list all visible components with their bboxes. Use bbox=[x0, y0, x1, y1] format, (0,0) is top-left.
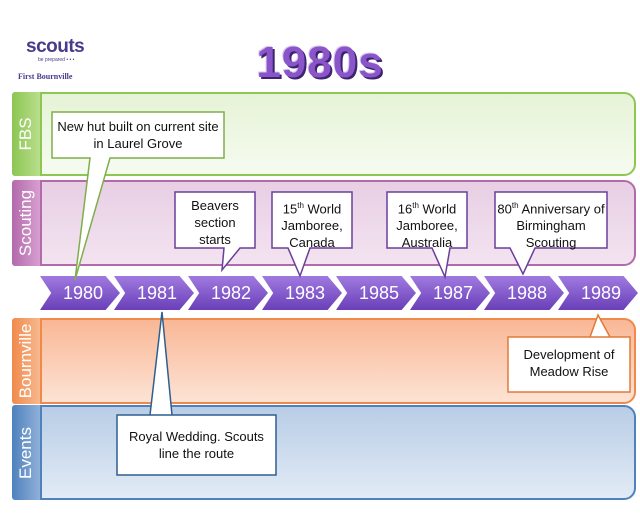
callout-hut: New hut built on current site in Laurel … bbox=[57, 119, 219, 151]
callout-text: Anniversary of Birmingham Scouting bbox=[516, 201, 605, 251]
ordinal-suffix: th bbox=[511, 201, 519, 210]
logo-word: scouts bbox=[26, 36, 85, 57]
ordinal-suffix: th bbox=[412, 201, 419, 210]
tab-bournville: Bournville bbox=[12, 318, 40, 404]
year-1981: 1981 bbox=[114, 276, 194, 310]
callout-80th-anniversary: 80th Anniversary of Birmingham Scouting bbox=[497, 197, 605, 251]
callout-16th-shape bbox=[386, 191, 468, 280]
logo-group: First Bournville bbox=[18, 72, 73, 81]
ordinal-suffix: th bbox=[297, 201, 304, 210]
callout-16th-jamboree: 16th World Jamboree, Australia bbox=[389, 197, 465, 251]
year-1985: 1985 bbox=[336, 276, 416, 310]
callout-text: World Jamboree, Australia bbox=[396, 201, 458, 251]
callout-meadow-rise: Development of Meadow Rise bbox=[523, 347, 615, 379]
year-1983: 1983 bbox=[262, 276, 342, 310]
year-1989: 1989 bbox=[558, 276, 638, 310]
slide-title: 1980s bbox=[256, 38, 384, 87]
year-1988: 1988 bbox=[484, 276, 564, 310]
callout-15th-jamboree: 15th World Jamboree, Canada bbox=[274, 197, 350, 251]
callout-wedding-shape bbox=[116, 311, 277, 476]
callout-royal-wedding: Royal Wedding. Scouts line the route bbox=[129, 429, 264, 461]
callout-80th-shape bbox=[494, 191, 608, 276]
year-1980: 1980 bbox=[40, 276, 120, 310]
callout-meadow-shape bbox=[507, 313, 631, 393]
callout-hut-shape bbox=[51, 111, 225, 281]
callout-beavers-shape bbox=[174, 191, 256, 273]
ordinal-number: 80 bbox=[497, 201, 512, 217]
callout-beavers: Beavers section starts bbox=[191, 198, 239, 247]
callout-15th-shape bbox=[271, 191, 353, 279]
logo-tagline: be prepared • • • bbox=[38, 57, 75, 63]
scouts-logo: scouts be prepared • • • First Bournvill… bbox=[14, 28, 85, 81]
tab-events: Events bbox=[12, 405, 40, 500]
year-1982: 1982 bbox=[188, 276, 268, 310]
tab-scouting: Scouting bbox=[12, 180, 40, 266]
callout-text: World Jamboree, Canada bbox=[281, 201, 343, 251]
ordinal-number: 15 bbox=[282, 201, 298, 217]
ordinal-number: 16 bbox=[397, 201, 413, 217]
year-1987: 1987 bbox=[410, 276, 490, 310]
tab-fbs: FBS bbox=[12, 92, 40, 176]
